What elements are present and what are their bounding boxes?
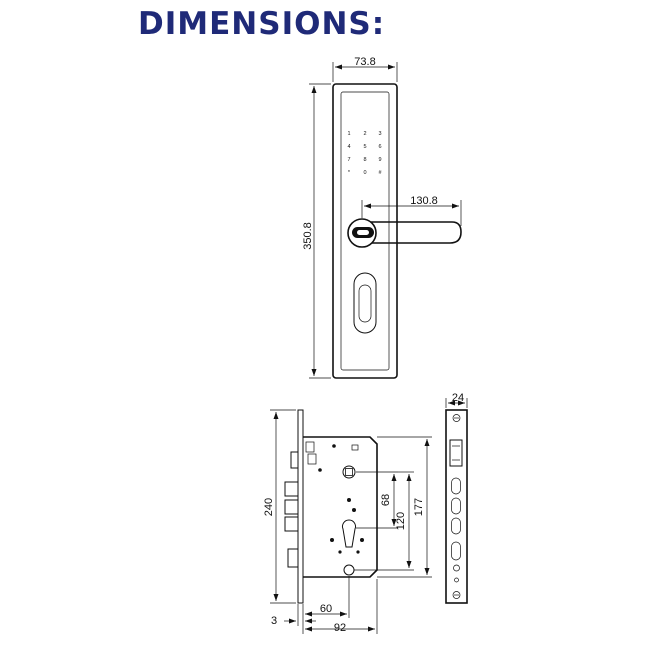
handle-length-dim: 130.8: [410, 195, 438, 207]
key-hash: #: [378, 170, 382, 176]
spindle-cylinder-dim: 68: [380, 494, 392, 506]
page-title: DIMENSIONS:: [138, 6, 386, 42]
front-width-dim: 73.8: [354, 56, 375, 68]
deadbolt-1: [284, 481, 299, 497]
key-4: 4: [347, 144, 350, 150]
cylinder-hole: [342, 519, 356, 548]
keypad: 1 2 3 4 5 6 7 8 9 * 0 #: [347, 131, 382, 176]
backset-dim: 60: [320, 603, 332, 615]
front-lock-view: 1 2 3 4 5 6 7 8 9 * 0 # 73.8: [302, 56, 462, 379]
mortise-height-dim: 240: [263, 498, 275, 516]
key-3: 3: [378, 131, 381, 137]
body-width-dim: 92: [334, 622, 346, 634]
faceplate-outline: [445, 409, 468, 604]
latch-opening: [449, 439, 463, 467]
faceplate-edge: [297, 409, 304, 604]
lower-screw: [343, 564, 355, 576]
deadbolt-2: [284, 499, 299, 515]
key-7: 7: [347, 157, 350, 163]
deadbolt-3: [284, 516, 299, 532]
key-2: 2: [363, 131, 366, 137]
spindle-hole: [342, 465, 356, 479]
key-6: 6: [378, 144, 381, 150]
key-9: 9: [378, 157, 381, 163]
latch-bolt: [290, 451, 299, 469]
front-panel-inner: [340, 91, 390, 371]
key-1: 1: [347, 131, 350, 137]
cylinder-cover: [353, 272, 377, 334]
mortise-body: [303, 436, 378, 578]
faceplate-front-view: 24: [445, 392, 468, 604]
front-height-dim: 350.8: [302, 222, 314, 250]
key-star: *: [348, 170, 351, 176]
front-panel-outline: [332, 83, 398, 379]
cylinder-slot: [358, 284, 372, 323]
faceplate-thickness-dim: 3: [271, 615, 277, 627]
faceplate-width-dim: 24: [452, 392, 464, 404]
lever-handle: [347, 218, 462, 248]
deadbolt-4: [287, 548, 299, 568]
key-8: 8: [363, 157, 366, 163]
key-5: 5: [363, 144, 366, 150]
key-0: 0: [363, 170, 366, 176]
body-height-dim: 177: [413, 498, 425, 516]
c-to-c-dim: 120: [395, 512, 407, 530]
mortise-side-view: 240 68 120 177 60 3 92: [263, 409, 432, 634]
